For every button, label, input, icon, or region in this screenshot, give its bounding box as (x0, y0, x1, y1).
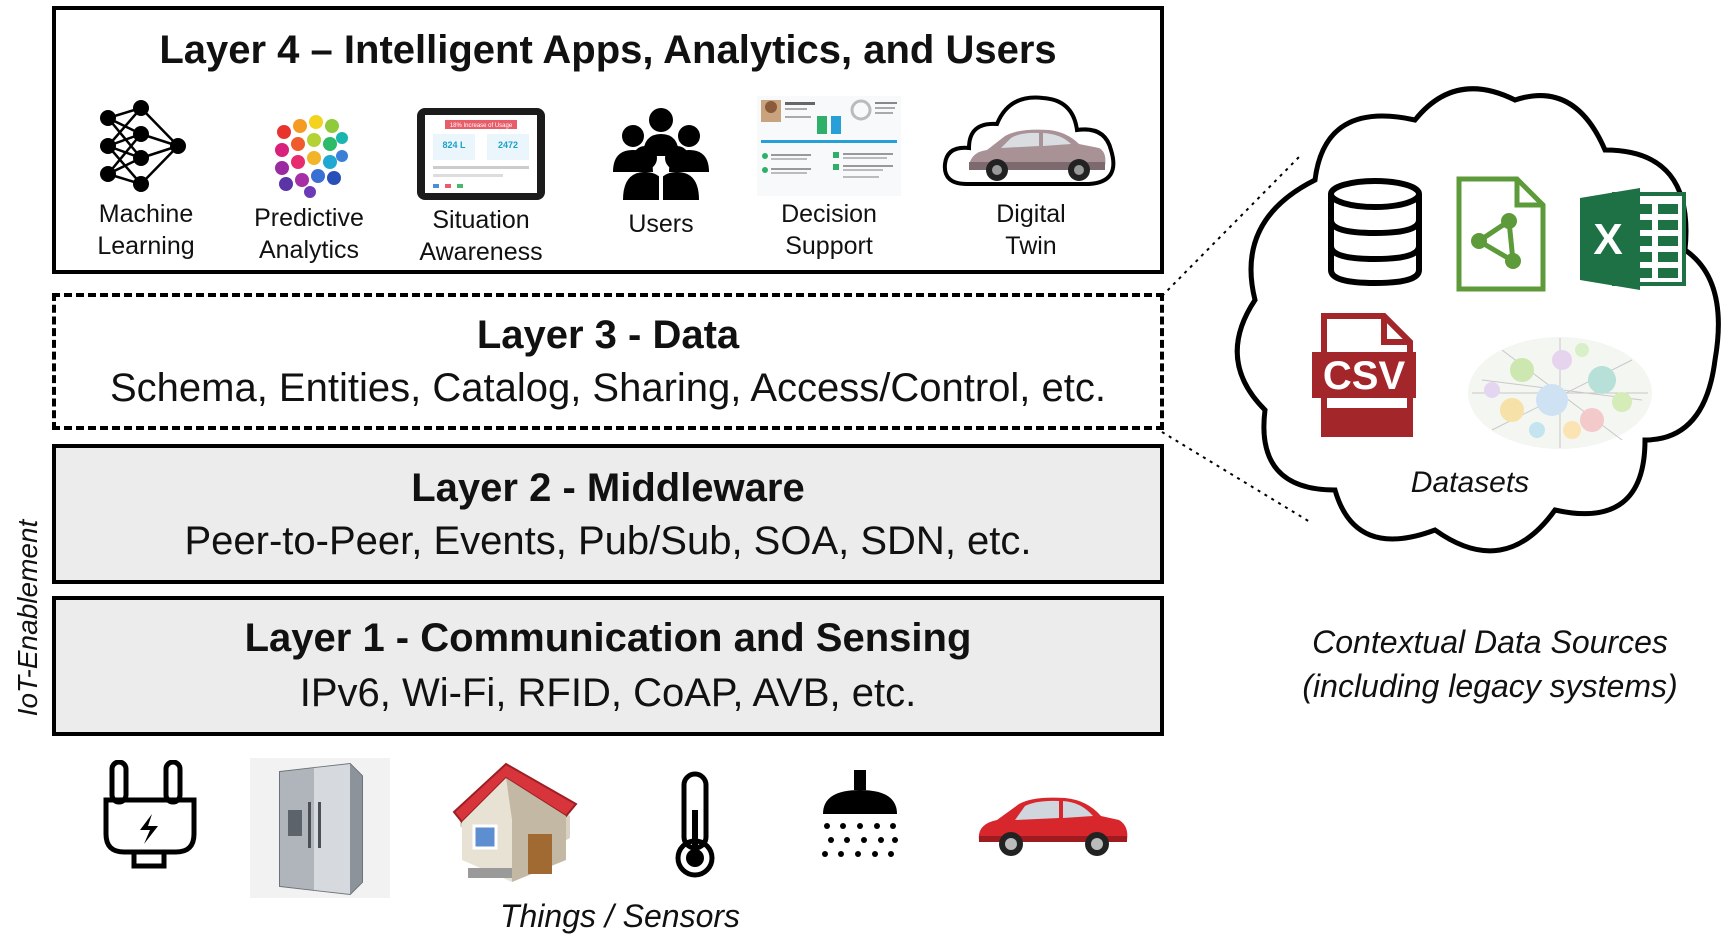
users-group-icon (613, 108, 709, 202)
layer-3-subtitle: Schema, Entities, Catalog, Sharing, Acce… (109, 366, 1107, 410)
database-icon (1328, 178, 1422, 287)
dashboard-screenshot-icon (757, 96, 901, 196)
context-line1: Contextual Data Sources (1312, 624, 1668, 660)
app-label-line2: Awareness (419, 238, 543, 266)
app-label-line2: Support (785, 232, 873, 260)
layer-1-subtitle: IPv6, Wi-Fi, RFID, CoAP, AVB, etc. (299, 671, 917, 715)
iot-enablement-label: IoT-Enablement (12, 519, 43, 717)
shared-document-icon (1456, 176, 1546, 292)
excel-icon: X (1580, 188, 1686, 290)
app-label-line1: Digital (996, 200, 1066, 228)
connector-lines (1161, 155, 1310, 523)
refrigerator-icon (250, 758, 390, 898)
layer-1-box: Layer 1 - Communication and Sensing IPv6… (52, 596, 1164, 736)
app-label-line2: Twin (1005, 232, 1057, 260)
app-label-line1: Decision (781, 200, 877, 228)
app-label-line1: Machine (98, 200, 194, 228)
layer-3-box: Layer 3 - Data Schema, Entities, Catalog… (52, 293, 1164, 430)
mini-right-value: 2472 (498, 140, 518, 150)
layer-4-box: Layer 4 – Intelligent Apps, Analytics, a… (52, 6, 1164, 274)
app-predictive-analytics: Predictive Analytics (234, 88, 384, 266)
tablet-dashboard-icon: 18% Increase of Usage 824 L 2472 (417, 108, 545, 200)
layer-2-title: Layer 2 - Middleware (411, 466, 805, 510)
app-label-line2: Learning (97, 232, 195, 260)
shower-icon (822, 770, 898, 857)
context-line2: (including legacy systems) (1302, 668, 1678, 704)
app-decision-support: Decision Support (756, 84, 902, 262)
layer-3-title: Layer 3 - Data (476, 313, 740, 357)
mini-dashboard-header: 18% Increase of Usage (450, 123, 513, 129)
layer-2-box: Layer 2 - Middleware Peer-to-Peer, Event… (52, 444, 1164, 584)
thermometer-icon (675, 771, 715, 878)
app-label-line1: Predictive (254, 204, 364, 232)
excel-letter: X (1593, 215, 1622, 264)
mini-left-value: 824 L (442, 140, 466, 150)
red-car-icon (978, 797, 1128, 856)
house-icon (452, 762, 578, 882)
app-label-line1: Situation (432, 206, 530, 234)
csv-file-icon: CSV (1312, 313, 1416, 437)
neural-network-icon (100, 100, 186, 192)
app-digital-twin: Digital Twin (936, 84, 1126, 262)
things-sensors-label: Things / Sensors (499, 898, 741, 934)
app-situation-awareness: 18% Increase of Usage 824 L 2472 Situati… (396, 90, 566, 268)
car-in-cloud-icon (942, 95, 1116, 186)
contextual-data-sources-label: Contextual Data Sources (including legac… (1270, 620, 1710, 708)
linked-data-graph-icon (1468, 337, 1652, 449)
power-plug-icon (103, 760, 197, 869)
app-label-line1: Users (628, 210, 694, 238)
layer-2-subtitle: Peer-to-Peer, Events, Pub/Sub, SOA, SDN,… (184, 519, 1032, 563)
color-cube-icon (275, 115, 348, 198)
app-label-line2: Analytics (258, 236, 360, 264)
app-machine-learning: Machine Learning (86, 84, 206, 262)
datasets-label: Datasets (1410, 466, 1530, 499)
layer-1-title: Layer 1 - Communication and Sensing (244, 616, 972, 660)
csv-text: CSV (1323, 354, 1406, 398)
app-users: Users (596, 90, 726, 240)
layer-4-title: Layer 4 – Intelligent Apps, Analytics, a… (159, 28, 1057, 72)
